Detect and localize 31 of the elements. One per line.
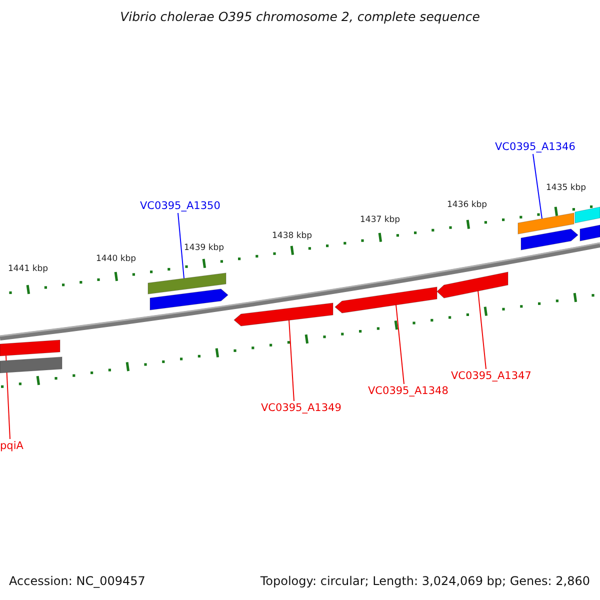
gene-feature <box>150 288 228 310</box>
scale-label: 1437 kbp <box>360 216 400 224</box>
gene-block <box>580 224 600 242</box>
leader-line <box>532 154 542 220</box>
gene-feature <box>234 302 334 326</box>
gene-label: VC0395_A1347 <box>451 371 532 382</box>
gene-feature <box>334 286 438 314</box>
sequence-info-text: Topology: circular; Length: 3,024,069 bp; Genes: 2,860 <box>260 575 590 587</box>
map-title: Vibrio cholerae O395 chromosome 2, complete sequence <box>119 11 481 24</box>
gene-feature <box>436 272 508 298</box>
gene-label: VC0395_A1348 <box>368 386 448 396</box>
scale-label: 1440 kbp <box>96 255 136 264</box>
gene-block <box>0 340 60 356</box>
accession-text: Accession: NC_009457 <box>9 575 146 587</box>
gene-label: VC0395_A1350 <box>140 201 220 212</box>
gene-label: VC0395_A1349 <box>261 403 342 414</box>
scale-label: 1436 kbp <box>447 201 488 210</box>
gene-label: VC0395_A1346 <box>495 142 576 152</box>
scale-label: 1438 kbp <box>272 232 312 240</box>
gene-block <box>148 272 226 294</box>
gene-block <box>0 356 62 374</box>
scale-label: 1439 kbp <box>184 244 224 252</box>
scale-label: 1441 kbp <box>8 265 48 274</box>
gene-block <box>518 212 574 234</box>
leader-line <box>478 290 486 370</box>
gene-block <box>574 206 600 224</box>
gene-label: pqiA <box>0 441 24 452</box>
leader-line <box>178 212 184 279</box>
leader-line <box>288 319 294 402</box>
scale-label: 1435 kbp <box>546 184 586 192</box>
leader-line <box>396 304 404 384</box>
